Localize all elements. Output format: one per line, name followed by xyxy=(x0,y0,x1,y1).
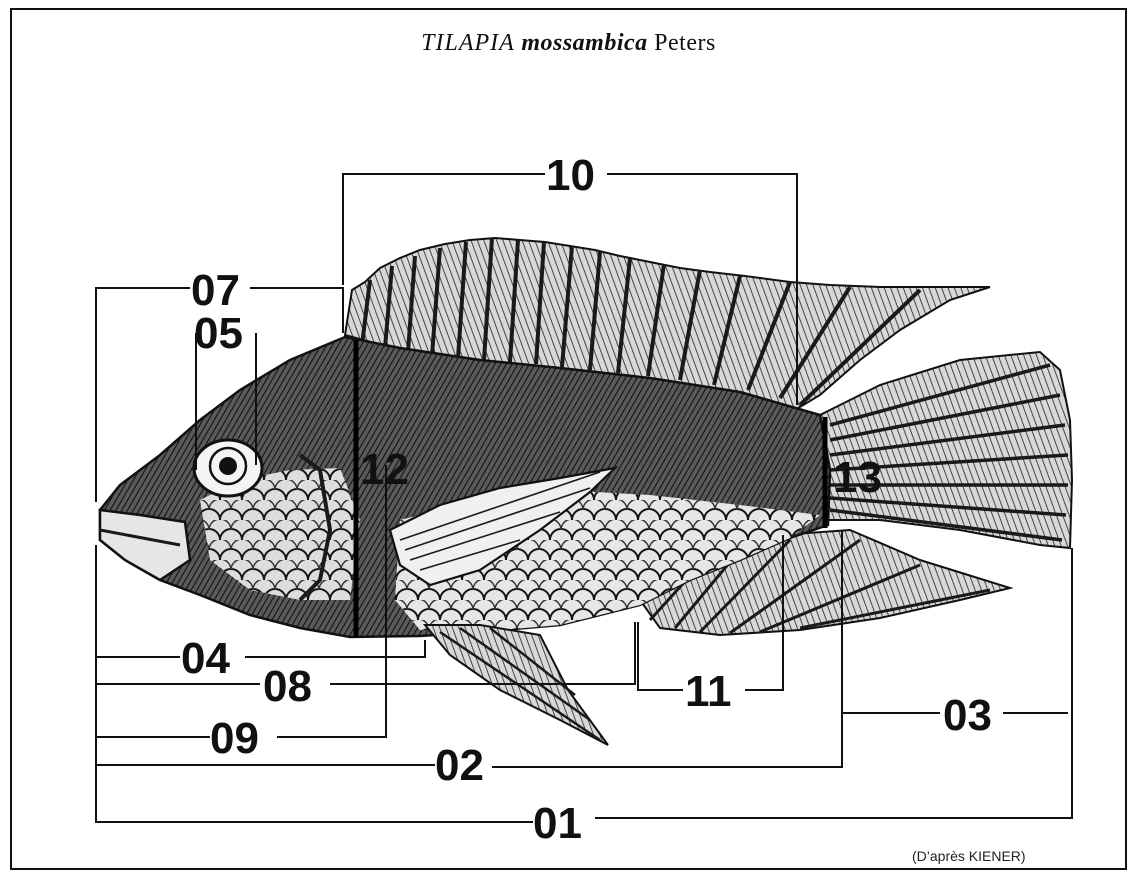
label-09: 09 xyxy=(210,714,259,763)
label-07: 07 xyxy=(191,266,240,315)
label-11: 11 xyxy=(685,667,732,716)
label-08: 08 xyxy=(263,662,312,711)
label-03: 03 xyxy=(943,691,992,740)
measure-line-04-right xyxy=(245,640,425,657)
measure-line-11 xyxy=(638,622,683,690)
label-10: 10 xyxy=(546,151,595,200)
measure-line-07-right xyxy=(250,288,343,333)
label-01: 01 xyxy=(533,799,582,848)
figure-credit: (D’après KIENER) xyxy=(912,848,1026,864)
label-02: 02 xyxy=(435,741,484,790)
label-13: 13 xyxy=(833,453,882,502)
fish-illustration xyxy=(100,238,1072,745)
label-12: 12 xyxy=(360,445,409,494)
label-04: 04 xyxy=(181,634,230,683)
fish-eye xyxy=(194,440,262,496)
label-05: 05 xyxy=(194,309,243,358)
